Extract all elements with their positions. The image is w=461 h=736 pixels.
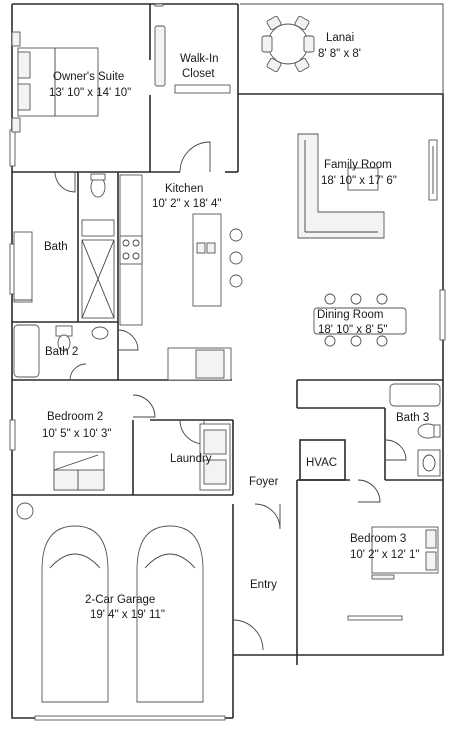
- bath-2-name: Bath 2: [45, 346, 78, 358]
- lanai-table-set: [261, 15, 315, 73]
- lanai-name: Lanai: [326, 32, 354, 44]
- bath-3-name: Bath 3: [396, 412, 429, 424]
- garage-cars: [16, 502, 204, 703]
- foyer-name: Foyer: [249, 476, 279, 488]
- bedroom3-bed: [371, 526, 439, 580]
- closet-shelves: [154, 25, 231, 94]
- laundry-name: Laundry: [170, 453, 212, 465]
- bedroom2-bed: [53, 451, 105, 491]
- room-labels: Lanai 8' 8" x 8' Owner's Suite 13' 10" x…: [42, 32, 429, 621]
- windows: [9, 3, 446, 721]
- walk-in-closet-name-line2: Closet: [182, 68, 215, 80]
- bath-name: Bath: [44, 241, 68, 253]
- owners-suite-name: Owner's Suite: [53, 71, 124, 83]
- exterior-walls: [11, 3, 444, 719]
- doors: [54, 141, 407, 651]
- bedroom-2-dims: 10' 5" x 10' 3": [42, 428, 111, 440]
- bedroom-3-name: Bedroom 3: [350, 533, 406, 545]
- garage-name: 2-Car Garage: [85, 594, 155, 606]
- family-room-name: Family Room: [324, 159, 392, 171]
- owners-suite-dims: 13' 10" x 14' 10": [49, 87, 131, 99]
- walk-in-closet-name-line1: Walk-In: [180, 53, 219, 65]
- laundry-appliances: [199, 423, 231, 491]
- dining-room-dims: 18' 10" x 8' 5": [318, 324, 387, 336]
- hvac-name: HVAC: [306, 457, 337, 469]
- kitchen-fixtures: [119, 174, 243, 381]
- owners-bed: [11, 31, 99, 133]
- bath-fixtures: [13, 173, 115, 319]
- lanai-dims: 8' 8" x 8': [318, 48, 361, 60]
- bedroom-3-dims: 10' 2" x 12' 1": [350, 549, 419, 561]
- garage-dims: 19' 4" x 19' 11": [90, 609, 165, 621]
- bath2-fixtures: [13, 324, 109, 378]
- kitchen-name: Kitchen: [165, 183, 203, 195]
- dining-room-name: Dining Room: [317, 309, 383, 321]
- sectional-sofa: [297, 133, 385, 239]
- family-room-dims: 18' 10" x 17' 6": [321, 175, 397, 187]
- kitchen-dims: 10' 2" x 18' 4": [152, 198, 221, 210]
- bath3-fixtures: [389, 383, 441, 477]
- dining-table: [313, 293, 407, 347]
- entry-name: Entry: [250, 579, 277, 591]
- tv-console: [428, 139, 438, 201]
- bedroom-2-name: Bedroom 2: [47, 411, 103, 423]
